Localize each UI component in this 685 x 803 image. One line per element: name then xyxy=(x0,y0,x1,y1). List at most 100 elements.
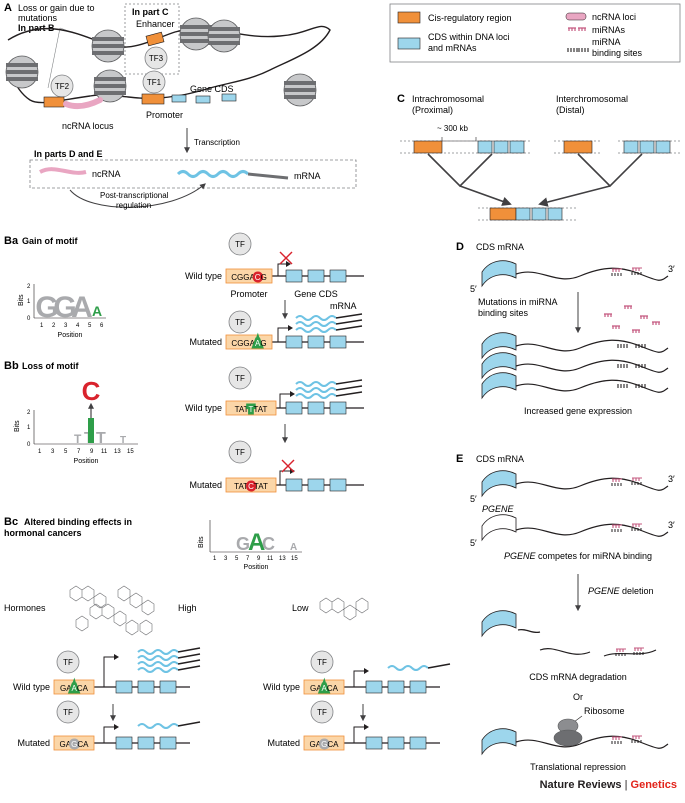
mut-sequence: CGGAAG xyxy=(231,339,266,348)
xtick: 6 xyxy=(100,323,104,329)
nucleosome-icon xyxy=(283,73,317,107)
bits-axis-label: Bits xyxy=(198,536,205,548)
mutated-label: Mutated xyxy=(17,738,50,748)
ncrna-locus xyxy=(63,97,103,110)
nucleosome-icon xyxy=(5,55,39,89)
transcription-label: Transcription xyxy=(194,138,240,147)
logo-letter: C xyxy=(262,534,275,554)
five-prime: 5′ xyxy=(470,538,477,548)
merged-cds xyxy=(531,207,547,221)
panel-ba-label: Ba xyxy=(4,235,19,247)
cds-mrna-icon xyxy=(481,470,517,497)
loss-gain-label: Loss or gain due to xyxy=(18,3,95,13)
inter-label: Interchromosomal xyxy=(556,94,628,104)
cds-exon xyxy=(171,94,187,103)
merged-cis xyxy=(489,207,517,221)
tf-label: TF xyxy=(317,708,327,717)
intra-cds xyxy=(493,140,509,154)
bits-axis-label: Bits xyxy=(14,420,21,432)
xtick: 1 xyxy=(40,323,44,329)
mrna-wave xyxy=(295,393,337,399)
mutations-label-2: binding sites xyxy=(478,308,529,318)
xtick: 5 xyxy=(64,449,68,455)
mutations-label: Mutations in miRNA xyxy=(478,297,558,307)
xtick: 2 xyxy=(52,323,56,329)
mut-sequence: GAGCA xyxy=(60,740,90,749)
hormone-molecules-high xyxy=(69,585,155,636)
in-part-c-label: In part C xyxy=(132,7,169,17)
ptr-arrow xyxy=(69,183,206,208)
five-prime: 5′ xyxy=(470,494,477,504)
ytick: 2 xyxy=(27,410,31,416)
mrna-wave xyxy=(137,667,179,673)
cds-swatch xyxy=(397,37,421,50)
high-label: High xyxy=(178,603,197,613)
position-axis-label: Position xyxy=(74,458,99,465)
ptr-label: Post-transcriptional xyxy=(100,191,169,200)
logo-letter: T xyxy=(96,430,106,447)
journal-name: Nature Reviews xyxy=(539,779,622,791)
cds-legend-label: CDS within DNA loci xyxy=(428,32,510,42)
deletion-label: PGENE deletion xyxy=(588,586,654,596)
mirna-icon xyxy=(651,321,661,326)
tf2-label: TF2 xyxy=(55,82,70,91)
cis-legend-label: Cis-regulatory region xyxy=(428,13,512,23)
logo-letter: A xyxy=(290,542,297,553)
tf1-label: TF1 xyxy=(147,78,162,87)
wild-type-label: Wild type xyxy=(13,682,50,692)
inter-cds xyxy=(655,140,671,154)
intra-cis xyxy=(413,140,443,154)
gene-cds-label: Gene CDS xyxy=(294,289,338,299)
xtick: 7 xyxy=(246,556,250,562)
ribosome-icon xyxy=(553,729,583,747)
degradation-label: CDS mRNA degradation xyxy=(529,672,627,682)
mrna-wave xyxy=(137,655,179,661)
panel-bc: Bc Altered binding effects in hormonal c… xyxy=(4,516,451,752)
enhancer-label: Enhancer xyxy=(136,19,175,29)
tf-label: TF xyxy=(235,318,245,327)
xtick: 3 xyxy=(224,556,228,562)
intra-label: Intrachromosomal xyxy=(412,94,484,104)
mirna-icon xyxy=(577,27,587,32)
ytick: 0 xyxy=(27,316,31,322)
mirna-legend-label: miRNAs xyxy=(592,25,625,35)
cds-legend-label-2: and mRNAs xyxy=(428,43,477,53)
binding-site-icon xyxy=(567,47,578,53)
ncrna-swatch xyxy=(565,12,587,21)
pgene-label: PGENE xyxy=(482,504,515,514)
nucleosome-icon xyxy=(91,29,125,63)
wt-sequence: GAACA xyxy=(310,684,339,693)
xtick: 3 xyxy=(51,449,55,455)
wt-sequence: GAACA xyxy=(60,684,89,693)
cds-mrna-label: CDS mRNA xyxy=(476,454,524,464)
logo-letter: G xyxy=(236,534,250,554)
mirna-icon xyxy=(631,329,641,334)
panel-ba: Ba Gain of motif Bits 2 1 0 G G A A 1 2 … xyxy=(4,232,364,351)
five-prime: 5′ xyxy=(470,284,477,294)
increased-expression-label: Increased gene expression xyxy=(524,406,632,416)
hormone-molecules-low xyxy=(319,597,369,621)
xtick: 13 xyxy=(279,556,286,562)
legend-box xyxy=(389,3,681,63)
merged-cds xyxy=(547,207,563,221)
position-axis-label: Position xyxy=(244,564,269,571)
mrna-wave xyxy=(137,661,179,667)
inter-cis xyxy=(563,140,593,154)
mrna-wave xyxy=(137,649,179,655)
panel-c-label: C xyxy=(397,93,405,105)
tf-label: TF xyxy=(63,658,73,667)
binding-site-icon xyxy=(578,47,589,53)
wt-promoter xyxy=(225,268,273,284)
inter-cds xyxy=(639,140,655,154)
intra-label-2: (Proximal) xyxy=(412,105,453,115)
panel-a-label: A xyxy=(4,2,12,14)
nucleosome-icon xyxy=(207,19,241,53)
intra-cds xyxy=(509,140,525,154)
site-legend-label-2: binding sites xyxy=(592,48,643,58)
chromatin-fibre xyxy=(7,25,331,104)
mrna-transcript xyxy=(176,170,250,178)
wt-sequence: TATTTAT xyxy=(235,405,268,414)
cds-mrna-label: CDS mRNA xyxy=(476,242,524,252)
distance-label: ~ 300 kb xyxy=(437,124,468,133)
